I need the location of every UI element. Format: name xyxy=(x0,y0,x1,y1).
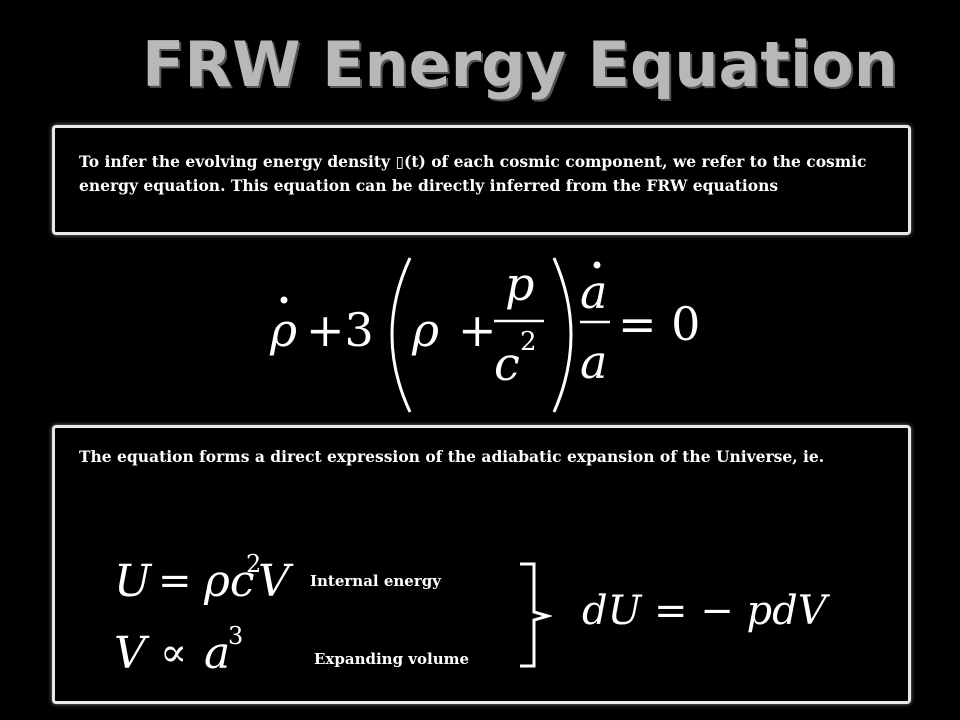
eq-plus: + xyxy=(458,303,497,357)
eq-c: c xyxy=(494,337,520,391)
eq-rho: ρ xyxy=(411,303,439,357)
eq-equals-zero: = 0 xyxy=(618,297,700,351)
eq-rho-dot-mark xyxy=(280,296,288,304)
intro-box: To infer the evolving energy density ▯(t… xyxy=(52,125,911,235)
energy-equations: U = ρc 2 V V ∝ a 3 xyxy=(114,550,294,679)
eq-U: U xyxy=(114,556,153,607)
energy-equation: ρ +3 ρ + p c 2 a a = 0 xyxy=(269,257,700,413)
eq-right-paren xyxy=(552,257,573,413)
slide-title: FRW Energy Equation xyxy=(142,28,898,101)
eq-left-paren xyxy=(390,257,412,413)
eq-a-dot: a xyxy=(580,265,607,319)
eq-a-cube: 3 xyxy=(228,622,243,650)
result-equation: dU = − pdV xyxy=(582,588,831,634)
eq-V2: V xyxy=(114,628,150,679)
eq-c-sq: 2 xyxy=(246,550,261,578)
eq-a: a xyxy=(580,335,607,389)
eq-p: p xyxy=(505,257,534,311)
curly-brace xyxy=(520,562,552,668)
eq-plus3: +3 xyxy=(306,303,374,357)
eq-rho-c: ρc xyxy=(203,556,255,607)
eq-propto: ∝ xyxy=(160,630,187,676)
explanation-box: The equation forms a direct expression o… xyxy=(52,425,911,704)
eq-a3: a xyxy=(204,628,230,679)
intro-text: To infer the evolving energy density ▯(t… xyxy=(79,152,867,195)
body-text: The equation forms a direct expression o… xyxy=(79,447,825,466)
eq-c-exp: 2 xyxy=(520,327,537,357)
expanding-volume-label: Expanding volume xyxy=(314,650,470,668)
eq-U-equals: = xyxy=(158,558,192,604)
eq-V: V xyxy=(258,556,294,607)
internal-energy-label: Internal energy xyxy=(310,572,441,590)
eq-a-dot-mark xyxy=(593,261,601,269)
eq-result: dU = − pdV xyxy=(582,588,831,634)
eq-rho-dot: ρ xyxy=(269,303,297,357)
